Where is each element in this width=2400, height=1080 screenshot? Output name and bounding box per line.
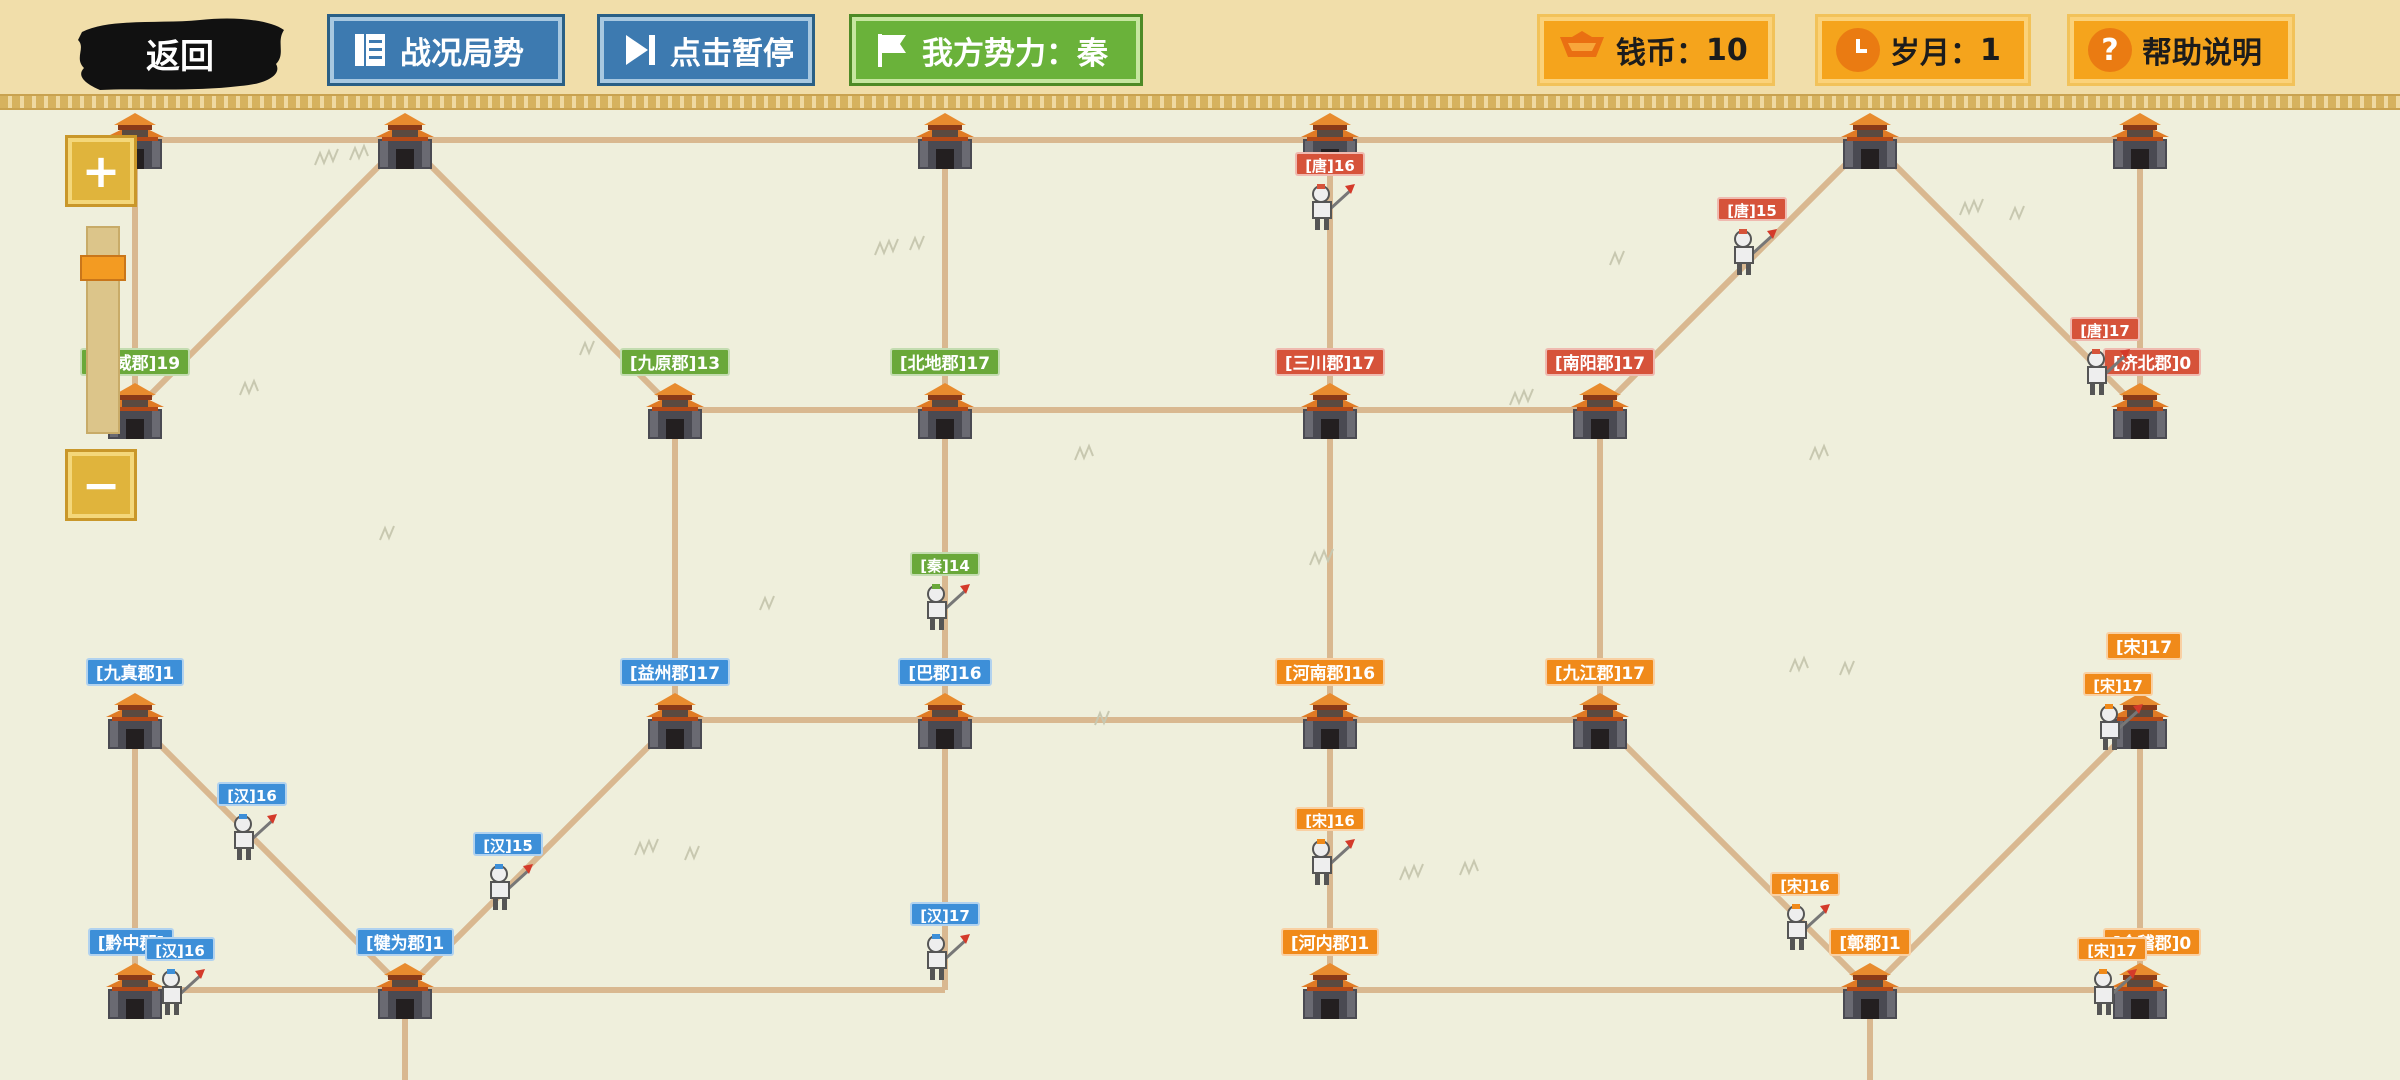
army-unit[interactable] <box>1305 835 1355 889</box>
army-label: [汉]16 <box>145 937 215 961</box>
army-label: [汉]17 <box>910 902 980 926</box>
army-label: [宋]16 <box>1295 807 1365 831</box>
city-label: [河南郡]16 <box>1274 658 1386 686</box>
city-c10[interactable] <box>1299 689 1361 751</box>
city-c15[interactable] <box>1839 959 1901 1021</box>
city-c12[interactable] <box>104 959 166 1021</box>
army-label: [宋]17 <box>2077 937 2147 961</box>
army-unit[interactable] <box>483 860 533 914</box>
army-unit[interactable] <box>2087 965 2137 1019</box>
army-label: [宋]17 <box>2083 672 2153 696</box>
city-c14[interactable] <box>1299 959 1361 1021</box>
city-c6[interactable] <box>2109 379 2171 441</box>
city-c4[interactable] <box>1299 379 1361 441</box>
war-status-button[interactable]: 战况局势 <box>327 14 565 86</box>
months-display: 岁月： 1 <box>1815 14 2031 86</box>
pause-label: 点击暂停 <box>670 35 794 72</box>
army-label: [唐]15 <box>1717 197 1787 221</box>
question-icon: ? <box>2088 28 2132 72</box>
clock-icon <box>1836 28 1880 72</box>
city-top-5[interactable] <box>1839 109 1901 171</box>
army-unit[interactable] <box>155 965 205 1019</box>
city-label: [九真郡]1 <box>85 658 185 686</box>
army-label: [唐]16 <box>1295 152 1365 176</box>
army-unit[interactable] <box>1727 225 1777 279</box>
pause-button[interactable]: 点击暂停 <box>597 14 815 86</box>
months-label: 岁月： <box>1890 36 1980 71</box>
city-c2[interactable] <box>644 379 706 441</box>
faction-label: 我方势力：秦 <box>922 35 1108 72</box>
city-top-2[interactable] <box>374 109 436 171</box>
city-label: [九原郡]13 <box>619 348 731 376</box>
army-label: [汉]15 <box>473 832 543 856</box>
city-label: [宋]17 <box>2105 632 2183 660</box>
city-label: [鄣郡]1 <box>1829 928 1911 956</box>
city-c3[interactable] <box>914 379 976 441</box>
city-c9[interactable] <box>914 689 976 751</box>
zoom-out-button[interactable]: − <box>65 449 137 521</box>
army-label: [宋]16 <box>1770 872 1840 896</box>
ink-brush-icon <box>78 18 284 90</box>
coins-value: 10 <box>1706 32 1748 68</box>
city-top-6[interactable] <box>2109 109 2171 171</box>
help-label: 帮助说明 <box>2142 36 2262 71</box>
war-status-label: 战况局势 <box>400 35 524 72</box>
city-c8[interactable] <box>644 689 706 751</box>
top-bar-border <box>0 94 2400 110</box>
army-label: [唐]17 <box>2070 317 2140 341</box>
city-c7[interactable] <box>104 689 166 751</box>
city-label: [三川郡]17 <box>1274 348 1386 376</box>
faction-button[interactable]: 我方势力：秦 <box>849 14 1143 86</box>
city-label: [巴郡]16 <box>898 658 992 686</box>
flag-icon <box>872 30 912 70</box>
city-c11[interactable] <box>1569 689 1631 751</box>
back-label: 返回 <box>146 36 214 77</box>
city-label: [九江郡]17 <box>1544 658 1656 686</box>
army-unit[interactable] <box>2080 345 2130 399</box>
army-unit[interactable] <box>227 810 277 864</box>
zoom-in-button[interactable]: + <box>65 135 137 207</box>
play-pause-icon <box>620 30 660 70</box>
back-button[interactable]: 返回 <box>70 10 290 96</box>
city-label: [犍为郡]1 <box>355 928 455 956</box>
city-label: [河内郡]1 <box>1280 928 1380 956</box>
city-label: [益州郡]17 <box>619 658 731 686</box>
city-top-3[interactable] <box>914 109 976 171</box>
army-unit[interactable] <box>2093 700 2143 754</box>
grass-decoration <box>239 143 2025 881</box>
army-unit[interactable] <box>1780 900 1830 954</box>
city-c13[interactable] <box>374 959 436 1021</box>
months-value: 1 <box>1980 32 2001 68</box>
army-label: [秦]14 <box>910 552 980 576</box>
army-unit[interactable] <box>1305 180 1355 234</box>
zoom-slider-thumb[interactable] <box>80 255 126 281</box>
city-label: [北地郡]17 <box>889 348 1001 376</box>
army-label: [汉]16 <box>217 782 287 806</box>
city-c5[interactable] <box>1569 379 1631 441</box>
army-unit[interactable] <box>920 580 970 634</box>
coins-display: 钱币： 10 <box>1537 14 1775 86</box>
coins-label: 钱币： <box>1616 36 1706 71</box>
help-button[interactable]: ? 帮助说明 <box>2067 14 2295 86</box>
army-unit[interactable] <box>920 930 970 984</box>
city-label: [南阳郡]17 <box>1544 348 1656 376</box>
scroll-icon <box>350 30 390 70</box>
ingot-icon <box>1558 27 1606 73</box>
